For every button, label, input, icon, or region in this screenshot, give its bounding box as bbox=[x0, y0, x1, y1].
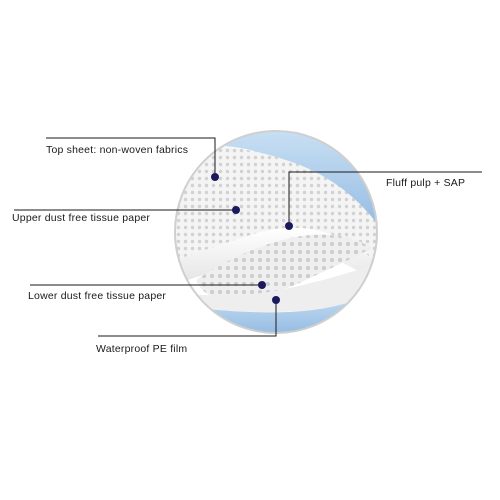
marker-pe-film bbox=[272, 296, 280, 304]
marker-upper-tissue bbox=[232, 206, 240, 214]
marker-top-sheet bbox=[211, 173, 219, 181]
label-fluff-pulp: Fluff pulp + SAP bbox=[386, 177, 466, 189]
label-pe-film: Waterproof PE film bbox=[96, 343, 188, 355]
marker-lower-tissue bbox=[258, 281, 266, 289]
leader-lines bbox=[14, 137, 482, 337]
top-sheet-layer bbox=[175, 146, 377, 268]
leader-top-sheet bbox=[46, 137, 216, 177]
lower-tissue-layer bbox=[175, 262, 377, 312]
label-lower-tissue: Lower dust free tissue paper bbox=[28, 290, 167, 302]
callout-markers bbox=[211, 173, 293, 304]
fluff-pulp-layer bbox=[196, 234, 372, 300]
label-upper-tissue: Upper dust free tissue paper bbox=[12, 212, 151, 224]
leader-fluff-pulp bbox=[288, 171, 482, 226]
label-top-sheet: Top sheet: non-woven fabrics bbox=[46, 144, 189, 156]
marker-fluff-pulp bbox=[285, 222, 293, 230]
top-blue-layer bbox=[200, 131, 377, 240]
leader-pe-film bbox=[98, 300, 277, 337]
